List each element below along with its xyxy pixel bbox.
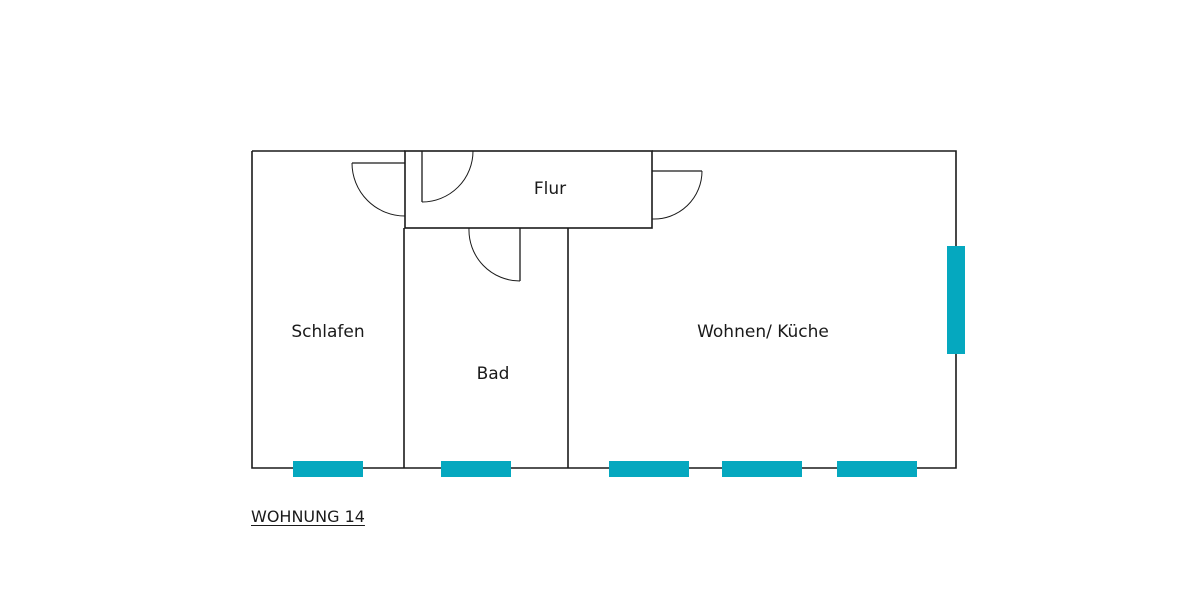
room-label-flur: Flur <box>534 179 566 199</box>
room-label-schlafen: Schlafen <box>291 322 364 342</box>
window-wohnen-1 <box>609 461 689 477</box>
door-entrance <box>421 150 474 203</box>
outer-walls <box>251 150 957 469</box>
window-bad <box>441 461 511 477</box>
plan-title: WOHNUNG 14 <box>251 507 365 526</box>
window-wohnen-3 <box>837 461 917 477</box>
window-wohnen-side <box>947 246 965 354</box>
window-schlafen <box>293 461 363 477</box>
room-label-bad: Bad <box>477 364 510 384</box>
windows <box>293 246 965 477</box>
door-bad <box>468 227 521 282</box>
room-label-wohnen: Wohnen/ Küche <box>697 322 829 342</box>
window-wohnen-2 <box>722 461 802 477</box>
flur-walls <box>404 150 653 229</box>
interior-walls <box>403 150 653 468</box>
door-wohnen <box>651 170 703 220</box>
door-schlafen <box>351 162 406 217</box>
